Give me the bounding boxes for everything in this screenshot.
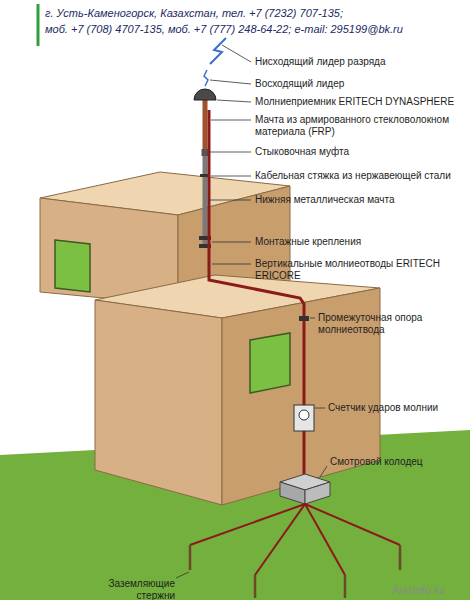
counter-dial — [299, 410, 309, 420]
ground-wires — [190, 504, 400, 575]
callout-label: Кабельная стяжка из нержавеющей стали — [255, 170, 460, 182]
window — [55, 240, 90, 292]
coupling — [202, 149, 209, 156]
callout-label: Заземляющие стержни — [70, 578, 175, 600]
lower-wall-left — [95, 300, 222, 505]
window — [250, 333, 290, 393]
frp-mast — [203, 100, 208, 152]
callout-label: Вертикальные молниеотводы ERITECH ERICOR… — [255, 258, 455, 282]
header-bar — [37, 4, 40, 46]
callout-label: Счетчик ударов молнии — [328, 402, 463, 414]
metal-mast — [203, 156, 208, 246]
down-conductor — [209, 110, 304, 482]
upward-leader — [204, 70, 208, 86]
inspection-pit — [280, 482, 305, 504]
callout-label: Нижняя металлическая мачта — [255, 194, 460, 206]
conductor-support — [299, 316, 309, 321]
inspection-pit — [305, 482, 330, 504]
callout-label: Стыковочная муфта — [255, 146, 460, 158]
strike-counter — [294, 405, 314, 431]
callout-label: Монтажные крепления — [255, 236, 460, 248]
header-text: моб. +7 (708) 4707-135, моб. +7 (777) 24… — [45, 22, 465, 36]
callout-label: Смотровой колодец — [330, 456, 440, 468]
watermark: AvizInfo.kz — [392, 583, 466, 597]
downward-leader — [210, 38, 226, 64]
callout-label: Восходящий лидер — [255, 78, 460, 90]
callout-label: Молниеприемник ERITECH DYNASPHERE — [255, 96, 460, 108]
header-text: г. Усть-Каменогорск, Казахстан, тел. +7 … — [45, 6, 465, 20]
callout-label: Мачта из армированного стекловолокном ма… — [255, 114, 460, 138]
ground-rods — [190, 545, 400, 598]
callout-label: Промежуточная опора молниеотвода — [318, 312, 463, 336]
air-terminal — [194, 89, 216, 100]
callout-label: Нисходящий лидер разряда — [255, 56, 460, 68]
